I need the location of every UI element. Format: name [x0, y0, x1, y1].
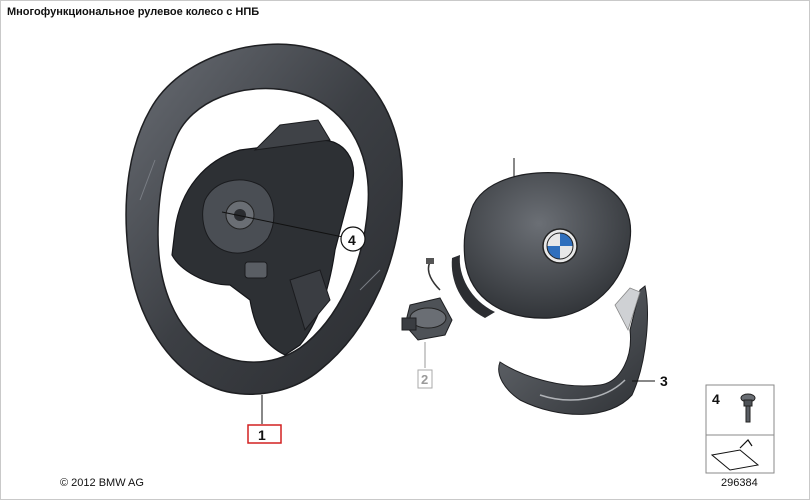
- callout-bolt-legend-number: 4: [712, 391, 720, 407]
- clock-spring-label-box: [417, 369, 433, 389]
- callout-bolt-circle: [340, 226, 366, 252]
- trim-cover: [498, 285, 648, 415]
- diagram-title: Многофункциональное рулевое колесо с НПБ: [7, 6, 260, 18]
- arrow-symbol-icon: [710, 439, 760, 471]
- bolt-icon: [740, 393, 756, 423]
- callout-trim-number: 3: [660, 373, 668, 389]
- bolt-legend-box: 4: [705, 384, 775, 474]
- callout-bolt-number: 4: [348, 232, 356, 248]
- clock-spring: [401, 258, 453, 341]
- airbag-module: [451, 158, 632, 319]
- document-number: 296384: [721, 477, 758, 489]
- copyright-notice: © 2012 BMW AG: [60, 477, 144, 489]
- highlight-box: [247, 424, 282, 444]
- steering-wheel: [125, 43, 403, 395]
- callout-clock-spring-number: 2: [421, 372, 428, 387]
- bolt-leader-line: [221, 211, 344, 238]
- callout-wheel-number: 1: [258, 427, 266, 443]
